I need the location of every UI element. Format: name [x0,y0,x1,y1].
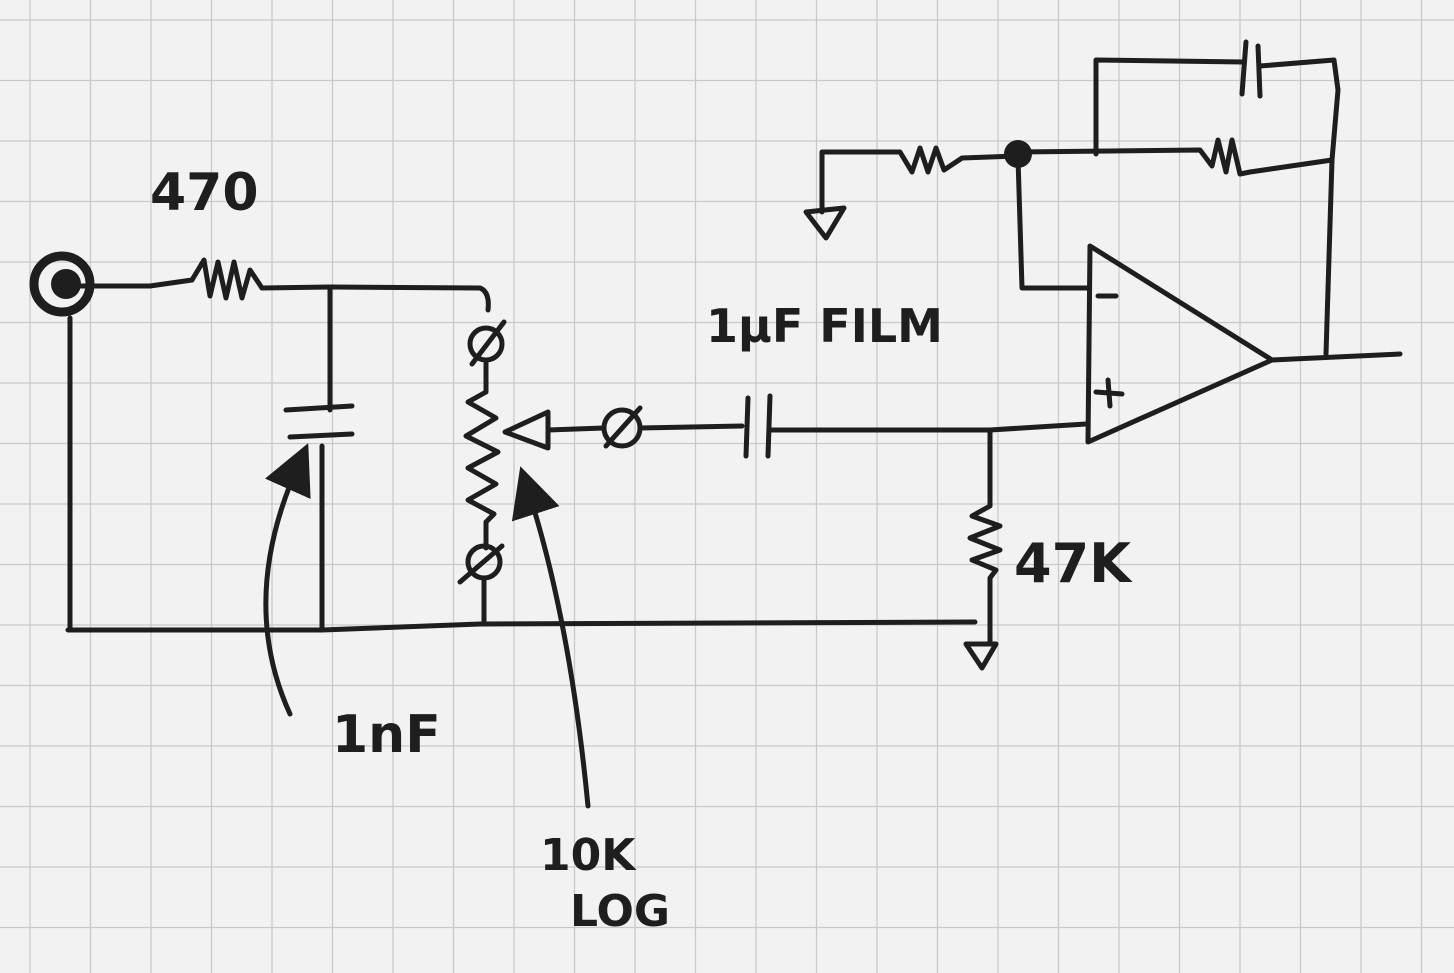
label-pot-taper: LOG [570,886,670,937]
capacitor-1uf-film-symbol [743,393,773,459]
potentiometer-10k-symbol [457,319,507,627]
capacitor-feedback-symbol [1093,39,1341,163]
resistor-47k-symbol [967,427,1003,647]
wire-top-node [259,284,491,313]
label-resistor-470: 470 [150,163,259,223]
label-capacitor-film: 1μF FILM [706,299,943,353]
resistor-feedback-symbol [1015,137,1335,357]
wire-ground-bus [65,619,978,633]
wire-wiper-to-cap [545,423,745,433]
wire-input-to-resistor [69,277,195,289]
wire-gain-resistor-ground [819,145,1021,215]
opamp-noninverting-sign [1093,377,1125,409]
ground-symbol-gain [803,205,847,241]
pot-wiper-arrow [502,409,551,451]
annotation-arrow-10k [511,466,591,809]
label-capacitor-1nf: 1nF [332,705,441,765]
capacitor-1nf-symbol [283,285,355,633]
resistor-470-symbol [189,257,265,301]
wire-cap-to-opamp [767,421,1089,433]
wire-output [1269,351,1403,363]
opamp-symbol [1085,243,1275,445]
wire-inverting-input [1015,155,1091,291]
label-pot-value: 10K [540,830,637,881]
label-resistor-47k: 47K [1014,532,1133,595]
ground-symbol-47k [963,641,999,671]
annotation-arrow-1nf [263,443,311,717]
